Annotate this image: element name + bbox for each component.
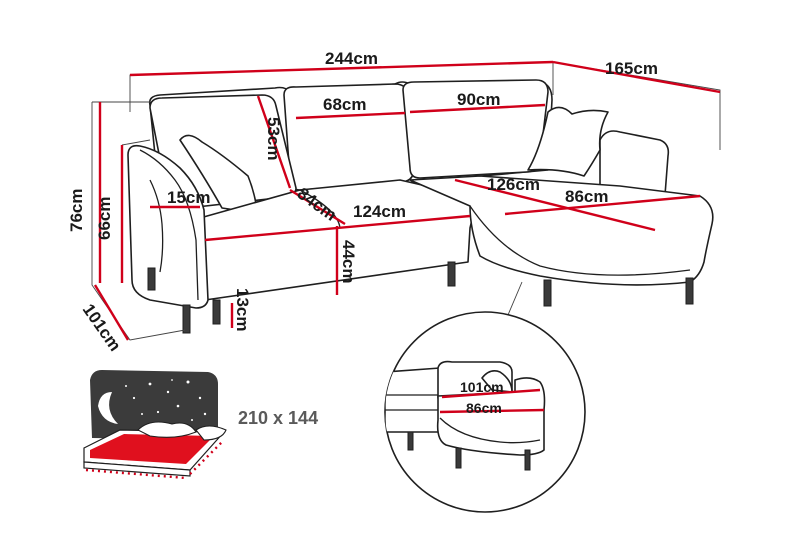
chaise-seat [409, 175, 714, 286]
dim-line-total-width [129, 60, 554, 77]
label-seat-height: 44cm [339, 240, 358, 283]
label-backrest-height: 53cm [264, 117, 283, 160]
dim-line-chaise-length [454, 178, 656, 232]
label-armrest-height: 66cm [95, 197, 114, 240]
label-seat-width: 124cm [353, 202, 406, 221]
dim-line-chaise-depth [552, 60, 721, 94]
inset-label-width: 86cm [466, 400, 502, 416]
label-cushion-right: 90cm [457, 90, 500, 109]
sofa-leg [447, 261, 456, 287]
detail-inset: 101cm 86cm [384, 311, 586, 513]
label-total-height: 76cm [67, 189, 86, 232]
inset-dim-line-depth [441, 388, 541, 399]
dim-line-side-depth [93, 284, 130, 341]
throw-pillow-right [527, 106, 609, 177]
inset-label-depth: 101cm [460, 379, 504, 395]
label-leg-height: 13cm [233, 288, 252, 331]
bed-surface-icon [90, 434, 214, 464]
night-sky-icon [90, 370, 218, 440]
dim-line-chaise-width [504, 194, 701, 216]
inset-dim-line-width [439, 408, 545, 414]
dimension-lines [93, 60, 721, 341]
sofa-leg [543, 279, 552, 307]
dim-line-cushion-right [409, 103, 546, 114]
dim-line-backrest-height [256, 95, 292, 189]
bed-size-label: 210 x 144 [238, 408, 318, 428]
label-side-depth: 101cm [79, 300, 125, 354]
dim-line-cushion-left [295, 111, 406, 120]
label-chaise-length: 126cm [487, 175, 540, 194]
label-armrest-width: 15cm [167, 188, 210, 207]
stars-icon [125, 379, 207, 421]
throw-pillow-left [179, 134, 259, 219]
label-cushion-left: 68cm [323, 95, 366, 114]
left-armrest [127, 144, 209, 309]
sofa-leg [147, 267, 156, 291]
label-chaise-width: 86cm [565, 187, 608, 206]
dim-line-seat-depth [289, 188, 346, 226]
sofa-leg [685, 277, 694, 305]
bed-function-icon [83, 370, 227, 480]
label-total-width: 244cm [325, 49, 378, 68]
sofa-leg [182, 304, 191, 334]
label-chaise-depth: 165cm [605, 59, 658, 78]
moon-icon [98, 392, 118, 424]
sofa-leg [212, 299, 221, 325]
